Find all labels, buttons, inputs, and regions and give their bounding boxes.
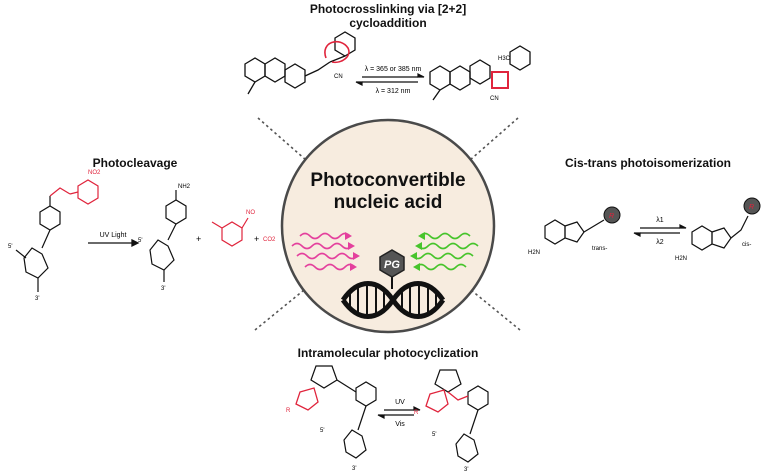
cyclization-arrows — [377, 406, 421, 419]
forward-wavelength: λ = 365 or 385 nm — [365, 66, 422, 73]
svg-text:UV: UV — [395, 399, 405, 406]
crosslink-equilibrium-arrows — [355, 73, 425, 86]
nitrobenzyl-group — [49, 179, 99, 205]
pink-arrowheads — [345, 232, 360, 271]
cis-trans-title: Cis-trans photoisomerization — [564, 156, 731, 170]
svg-text:CO2: CO2 — [263, 237, 276, 243]
svg-text:NO2: NO2 — [88, 170, 101, 176]
closed-diarylethene-molecule — [434, 369, 489, 463]
svg-text:+: + — [254, 234, 259, 244]
svg-text:5': 5' — [432, 432, 436, 438]
trans-guanine-molecule — [544, 219, 605, 245]
carbazole-left-molecule — [244, 31, 356, 95]
svg-text:λ1: λ1 — [656, 217, 664, 224]
svg-text:NH2: NH2 — [178, 184, 191, 190]
svg-text:3': 3' — [161, 286, 165, 292]
dna-helix — [340, 274, 446, 319]
svg-text:H2N: H2N — [675, 256, 687, 262]
svg-text:3': 3' — [464, 467, 468, 473]
photocyclization-title: Intramolecular photocyclization — [297, 346, 479, 360]
photocrosslinking-title: Photocrosslinking via [2+2] cycloadditio… — [309, 2, 467, 30]
svg-text:3': 3' — [352, 466, 356, 472]
pink-light-waves — [291, 232, 358, 271]
cis-label: cis- — [742, 242, 751, 248]
trans-label: trans- — [592, 246, 607, 252]
open-thiophene — [295, 387, 319, 411]
svg-text:R: R — [414, 410, 419, 416]
svg-text:CN: CN — [334, 74, 343, 80]
open-diarylethene-molecule — [310, 365, 377, 459]
svg-text:Vis: Vis — [395, 421, 405, 428]
cytidine-product-molecule — [149, 190, 187, 282]
svg-text:H2N: H2N — [528, 250, 540, 256]
svg-text:R: R — [749, 204, 754, 211]
center-title: Photoconvertible nucleic acid — [310, 170, 466, 213]
green-arrowheads — [410, 232, 425, 271]
center-circle — [280, 118, 496, 334]
svg-text:H3C: H3C — [498, 56, 511, 62]
green-light-waves — [412, 232, 479, 271]
isomerization-arrows — [633, 224, 687, 237]
protecting-group-hexagon — [379, 249, 405, 278]
svg-text:R: R — [609, 213, 614, 220]
nitrosobenzaldehyde-molecule — [211, 217, 249, 247]
svg-text:λ2: λ2 — [656, 239, 664, 246]
uv-arrow — [88, 238, 140, 248]
svg-text:CN: CN — [490, 96, 499, 102]
svg-text:5': 5' — [138, 238, 142, 244]
pg-label: PG — [384, 259, 400, 271]
reverse-wavelength: λ = 312 nm — [376, 88, 411, 95]
trans-r-ball — [603, 206, 621, 224]
svg-text:+: + — [196, 234, 201, 244]
carbazole-right-molecule — [429, 45, 531, 101]
cis-guanine-molecule — [691, 215, 749, 251]
svg-text:R: R — [286, 408, 291, 414]
closed-red-ring — [425, 389, 469, 413]
svg-text:3': 3' — [35, 296, 39, 302]
cyclobutane-ring — [491, 71, 509, 89]
svg-text:5': 5' — [8, 244, 12, 250]
svg-text:5': 5' — [320, 428, 324, 434]
svg-text:NO: NO — [246, 210, 255, 216]
caged-cytidine-molecule — [15, 196, 61, 292]
cis-r-ball — [743, 197, 761, 215]
photocleavage-title: Photocleavage — [92, 156, 178, 170]
crosslink-red-curve — [324, 40, 350, 64]
uv-light-label: UV Light — [100, 232, 127, 239]
